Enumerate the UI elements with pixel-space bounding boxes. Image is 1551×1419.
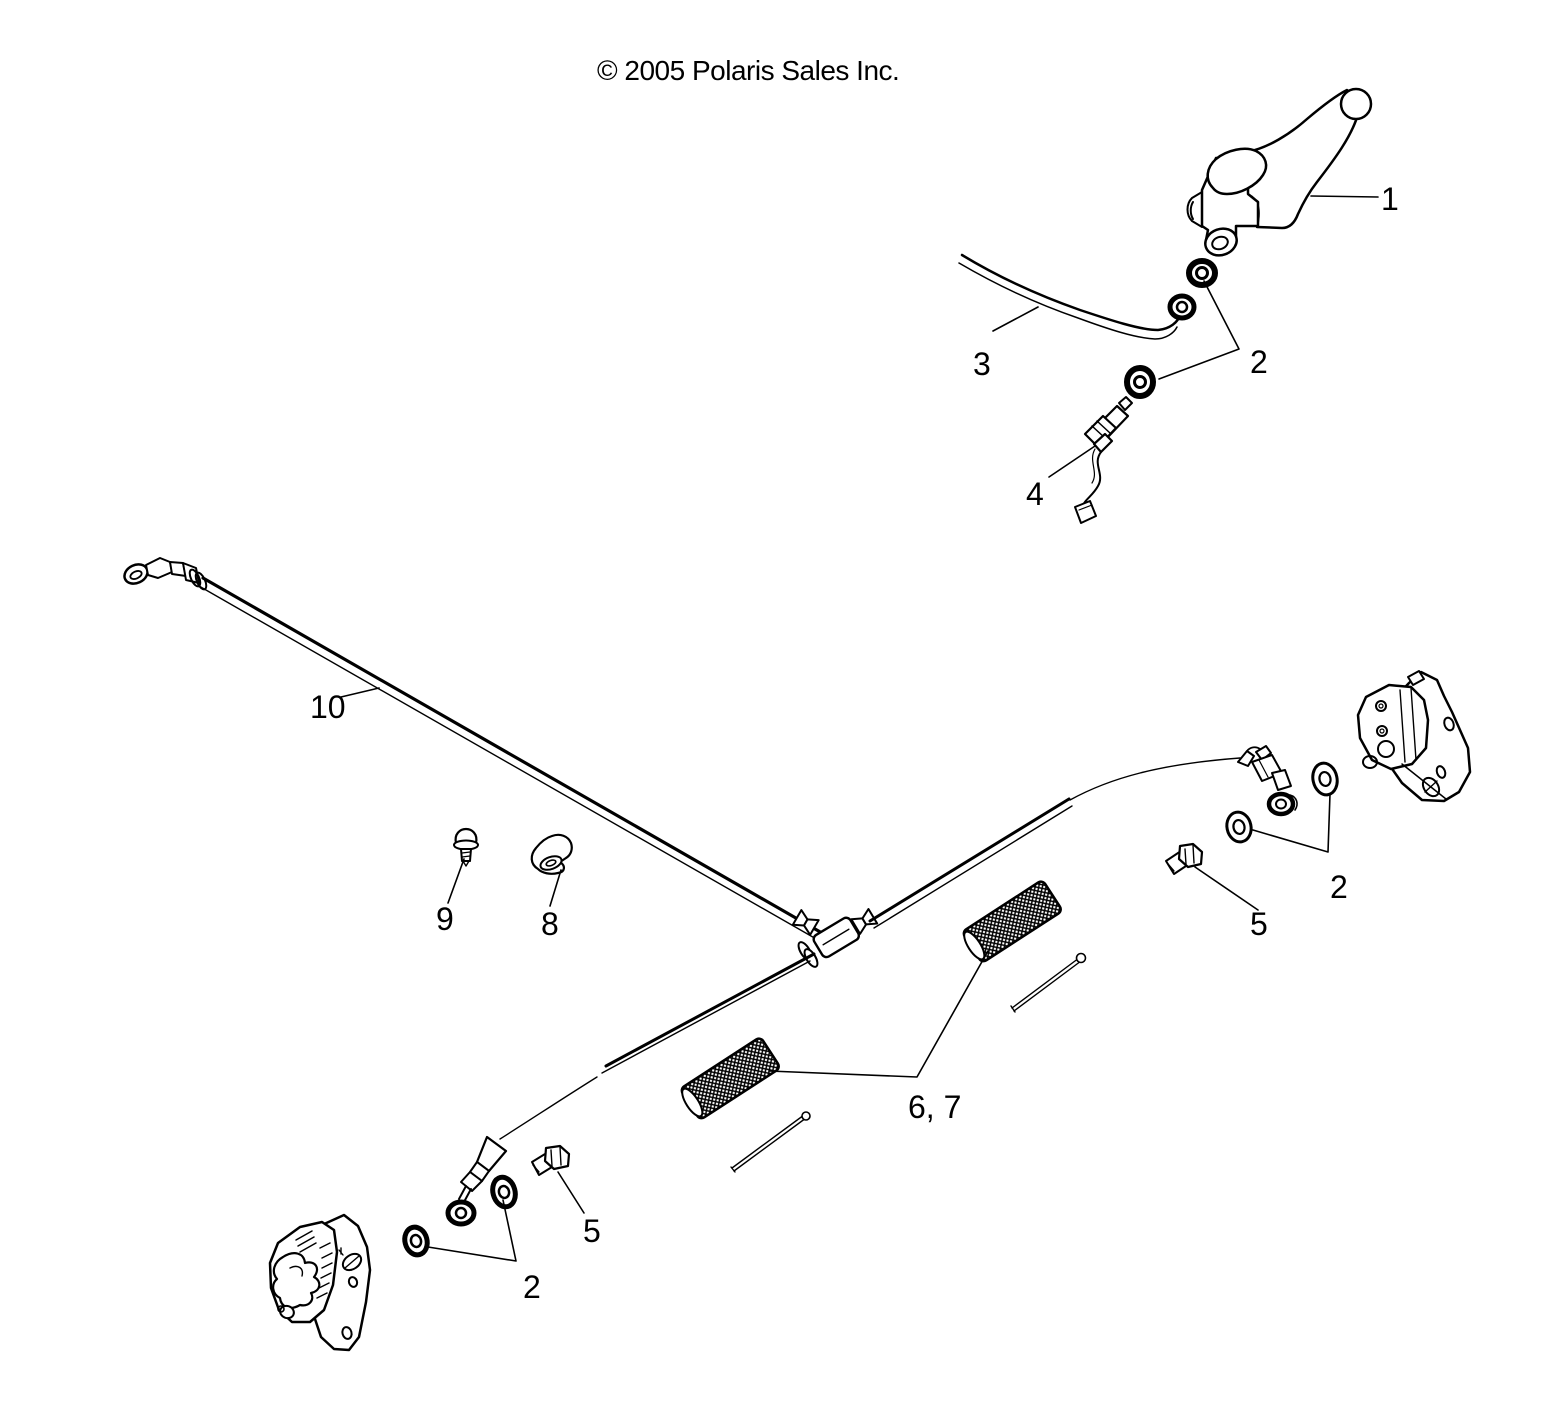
rear-cable-end: [1069, 745, 1298, 817]
callout-2-front-label: 2: [523, 1269, 541, 1305]
callout-1-label: 1: [1381, 181, 1399, 217]
callout-6-7-label: 6, 7: [908, 1089, 961, 1125]
cable-clamp: [530, 833, 573, 875]
spring-right: [962, 880, 1062, 963]
brake-cable: [123, 557, 824, 941]
leader-lines: [340, 195, 1379, 1262]
front-cable-end: [445, 1076, 598, 1227]
callout-2-right-label: 2: [1330, 869, 1348, 905]
banjo-bolt-front: [531, 1144, 571, 1176]
brake-hose: [958, 253, 1197, 340]
spring-rod-left: [730, 1111, 811, 1173]
washer-upper-b: [1124, 365, 1156, 399]
outlet-port: [1204, 227, 1238, 257]
reservoir-cap: [1206, 147, 1268, 196]
washer-front-a: [490, 1174, 518, 1210]
lever-ball-end: [1339, 87, 1373, 121]
callout-10-label: 10: [310, 689, 346, 725]
callout-labels: 1 2 3 4 10 9 8 6, 7 5 2 5 2: [310, 181, 1399, 1305]
washer-front-b: [402, 1224, 430, 1258]
washer-rear-a: [1311, 761, 1339, 797]
callout-5-right-label: 5: [1250, 906, 1268, 942]
cable-equalizer: [601, 797, 1073, 1074]
caliper-rear: [1356, 670, 1472, 803]
brake-switch: [1074, 396, 1133, 524]
banjo-bolt-rear: [1165, 842, 1204, 875]
hose-banjo-eyelet: [1167, 293, 1197, 321]
callout-4-label: 4: [1026, 476, 1044, 512]
flange-bolt: [453, 827, 479, 867]
master-cylinder-lever: [1186, 87, 1373, 257]
copyright-text: © 2005 Polaris Sales Inc.: [597, 55, 900, 86]
caliper-front: [268, 1213, 372, 1352]
callout-8-label: 8: [541, 906, 559, 942]
washer-upper-a: [1186, 258, 1218, 288]
front-banjo-eyelet: [445, 1199, 477, 1227]
rear-banjo-eyelet: [1266, 791, 1296, 817]
callout-3-label: 3: [973, 346, 991, 382]
spring-left: [680, 1037, 780, 1120]
spring-rod-right: [1010, 952, 1087, 1013]
callout-2-top-label: 2: [1250, 344, 1268, 380]
callout-5-front-label: 5: [583, 1213, 601, 1249]
washer-rear-b: [1225, 810, 1253, 844]
callout-9-label: 9: [436, 901, 454, 937]
